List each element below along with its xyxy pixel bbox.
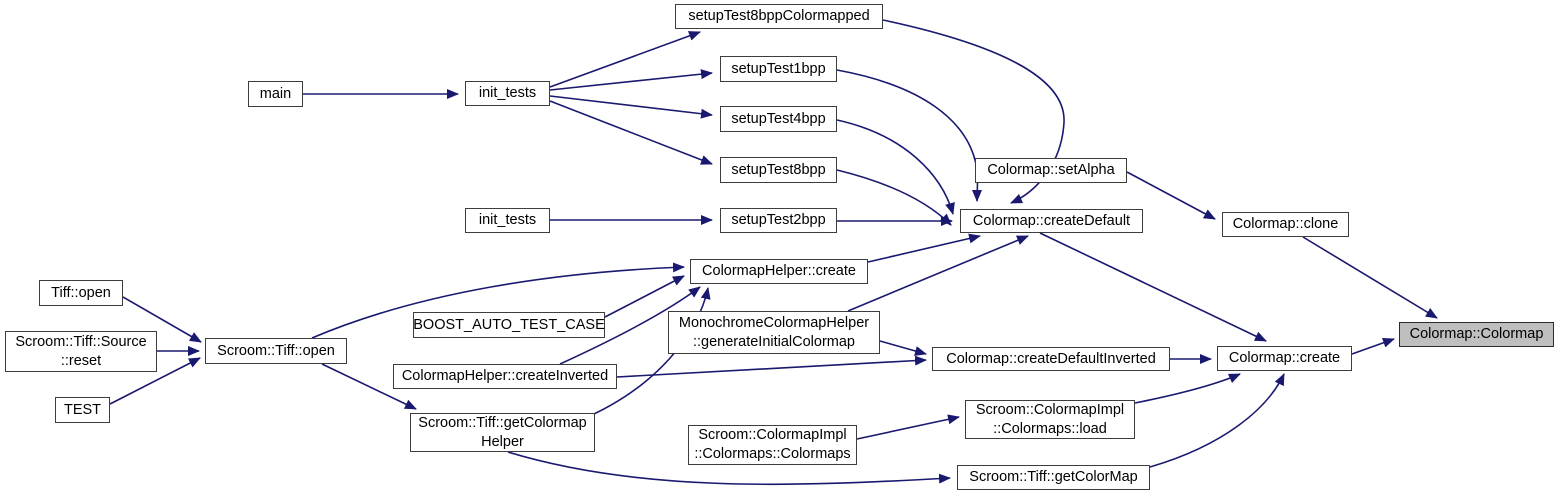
- graph-node-clone[interactable]: Colormap::clone: [1222, 212, 1349, 237]
- graph-edge-setup1-create_default: [836, 69, 983, 202]
- graph-node-boost_case[interactable]: BOOST_AUTO_TEST_CASE: [413, 312, 605, 338]
- graph-node-source_reset[interactable]: Scroom::Tiff::Source ::reset: [5, 331, 157, 372]
- graph-edge-set_alpha-clone: [1126, 171, 1216, 220]
- graph-edge-clone-colormap_ctor: [1302, 236, 1438, 319]
- graph-edge-colormaps_ctor-colormaps_load: [856, 414, 960, 440]
- graph-node-colormaps_load[interactable]: Scroom::ColormapImpl ::Colormaps::load: [965, 400, 1135, 439]
- graph-node-mono_gen[interactable]: MonochromeColormapHelper ::generateIniti…: [668, 311, 880, 354]
- graph-edge-get_colormap-create: [1149, 373, 1285, 468]
- graph-edge-boost_case-helper_create: [604, 275, 685, 318]
- graph-edge-get_colormap_helper-helper_create: [582, 287, 711, 420]
- graph-node-setup4[interactable]: setupTest4bpp: [720, 106, 837, 132]
- graph-node-helper_create_inverted[interactable]: ColormapHelper::createInverted: [393, 364, 617, 389]
- graph-edge-init_tests_1-setup4: [549, 95, 713, 119]
- graph-edge-setup4-create_default: [836, 119, 955, 215]
- graph-edge-helper_create_inverted-helper_create: [559, 286, 701, 365]
- graph-edge-colormaps_load-create: [1134, 373, 1241, 404]
- graph-node-colormap_ctor[interactable]: Colormap::Colormap: [1399, 322, 1554, 347]
- graph-node-setup2[interactable]: setupTest2bpp: [720, 208, 837, 233]
- graph-edge-get_colormap_helper-get_colormap: [507, 451, 951, 486]
- graph-edge-init_tests_1-setup8c: [549, 31, 701, 88]
- graph-node-set_alpha[interactable]: Colormap::setAlpha: [975, 158, 1127, 183]
- graph-node-main[interactable]: main: [248, 81, 303, 107]
- graph-node-get_colormap[interactable]: Scroom::Tiff::getColorMap: [957, 465, 1150, 490]
- graph-edge-mono_gen-create_default: [847, 235, 1029, 312]
- graph-edge-setup8-create_default: [836, 169, 952, 226]
- graph-edge-helper_create-create_default: [867, 233, 981, 263]
- edge-group: [109, 19, 1438, 486]
- graph-node-scroom_tiff_open[interactable]: Scroom::Tiff::open: [205, 338, 347, 364]
- graph-node-get_colormap_helper[interactable]: Scroom::Tiff::getColormap Helper: [410, 413, 595, 452]
- graph-edge-init_tests_1-setup1: [549, 69, 713, 91]
- graph-edge-create_default-create: [1039, 232, 1267, 342]
- graph-edge-init_tests_1-setup8: [549, 100, 713, 165]
- graph-node-create_default[interactable]: Colormap::createDefault: [960, 209, 1143, 233]
- graph-edge-scroom_tiff_open-helper_create: [311, 262, 685, 339]
- graph-edge-scroom_tiff_open-get_colormap_helper: [321, 363, 417, 410]
- graph-node-init_tests_2[interactable]: init_tests: [465, 208, 550, 233]
- graph-node-test[interactable]: TEST: [55, 397, 110, 423]
- graph-node-setup8[interactable]: setupTest8bpp: [720, 157, 837, 183]
- graph-edge-helper_create_inverted-create_default_inverted: [616, 355, 927, 378]
- graph-node-setup1[interactable]: setupTest1bpp: [720, 56, 837, 82]
- graph-edge-test-scroom_tiff_open: [109, 357, 201, 405]
- graph-edge-tiff_open-scroom_tiff_open: [122, 296, 202, 343]
- graph-node-create[interactable]: Colormap::create: [1217, 346, 1352, 371]
- graph-node-tiff_open[interactable]: Tiff::open: [39, 280, 123, 306]
- graph-node-helper_create[interactable]: ColormapHelper::create: [690, 259, 868, 284]
- graph-node-setup8c[interactable]: setupTest8bppColormapped: [675, 4, 883, 29]
- graph-edge-mono_gen-create_default_inverted: [879, 340, 927, 356]
- graph-edge-create-colormap_ctor: [1351, 337, 1395, 355]
- graph-node-init_tests_1[interactable]: init_tests: [465, 81, 550, 106]
- graph-node-colormaps_ctor[interactable]: Scroom::ColormapImpl ::Colormaps::Colorm…: [688, 425, 857, 465]
- graph-node-create_default_inverted[interactable]: Colormap::createDefaultInverted: [932, 347, 1170, 371]
